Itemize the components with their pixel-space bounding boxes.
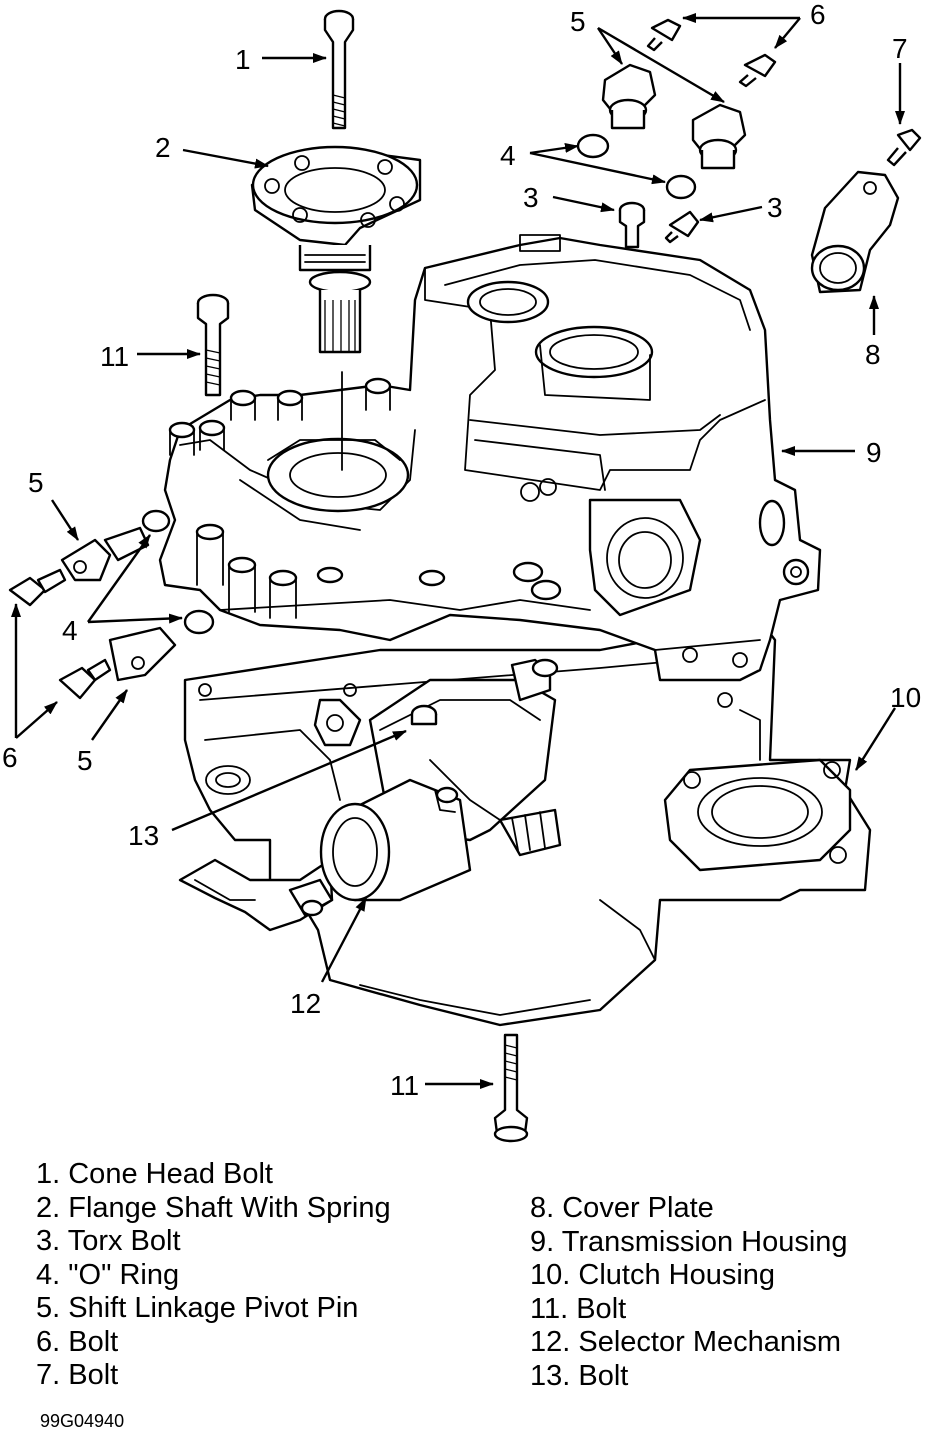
legend-item: 13. Bolt [530, 1359, 629, 1392]
bolt-6 [8, 18, 777, 700]
legend-item: 12. Selector Mechanism [530, 1326, 842, 1358]
callout-6-left: 6 [2, 742, 18, 773]
legend-item: 2. Flange Shaft With Spring [36, 1191, 391, 1224]
callout-2: 2 [155, 132, 171, 163]
callout-6-top: 6 [810, 0, 826, 30]
exploded-view-diagram: 1 2 3 3 4 4 5 5 5 6 6 7 8 9 10 11 11 12 … [2, 0, 922, 1143]
callout-10: 10 [890, 682, 921, 713]
cone-head-bolt [323, 9, 355, 130]
callout-7: 7 [892, 33, 908, 64]
o-ring [141, 133, 697, 635]
legend-item: 6. Bolt [36, 1325, 119, 1358]
callout-3-right: 3 [767, 192, 783, 223]
legend-item: 4. "O" Ring [36, 1258, 180, 1291]
torx-bolt [618, 201, 700, 249]
legend-item: 1. Cone Head Bolt [36, 1158, 273, 1190]
legend-item: 5. Shift Linkage Pivot Pin [36, 1292, 359, 1324]
figure-id: 99G04940 [40, 1411, 125, 1431]
flange-shaft [250, 145, 422, 471]
legend-left-column: 1. Cone Head Bolt 2. Flange Shaft With S… [36, 1158, 391, 1393]
callout-13: 13 [128, 820, 159, 851]
callout-9: 9 [866, 437, 882, 468]
legend-item: 10. Clutch Housing [530, 1259, 776, 1291]
bolt-7 [886, 128, 922, 167]
callout-5-left: 5 [28, 467, 44, 498]
callout-11-top: 11 [100, 341, 129, 372]
legend-item: 11. Bolt [530, 1292, 627, 1325]
bolt-13 [410, 704, 438, 726]
callout-8: 8 [865, 339, 881, 370]
transmission-housing [158, 234, 822, 682]
callout-3-left: 3 [523, 182, 539, 213]
callout-labels: 1 2 3 3 4 4 5 5 5 6 6 7 8 9 10 11 11 12 … [2, 0, 921, 1101]
legend-item: 3. Torx Bolt [36, 1225, 181, 1257]
callout-5-bottom: 5 [77, 745, 93, 776]
housing-bosses [168, 377, 562, 619]
legend-item: 9. Transmission Housing [530, 1225, 848, 1258]
legend-item: 7. Bolt [36, 1359, 119, 1391]
callout-4-top: 4 [500, 140, 516, 171]
cover-plate [810, 170, 900, 294]
leader-lines [11, 13, 905, 1089]
callout-12: 12 [290, 988, 321, 1019]
callout-4-left: 4 [62, 615, 78, 646]
legend-right-column: 8. Cover Plate 9. Transmission Housing 1… [530, 1192, 848, 1393]
bolt-11 [196, 293, 529, 1143]
callout-11-bottom: 11 [390, 1070, 419, 1101]
shift-linkage-pivot-pin [60, 63, 747, 682]
legend-item: 8. Cover Plate [530, 1192, 714, 1224]
callout-1: 1 [235, 44, 251, 75]
callout-5-top: 5 [570, 6, 586, 37]
